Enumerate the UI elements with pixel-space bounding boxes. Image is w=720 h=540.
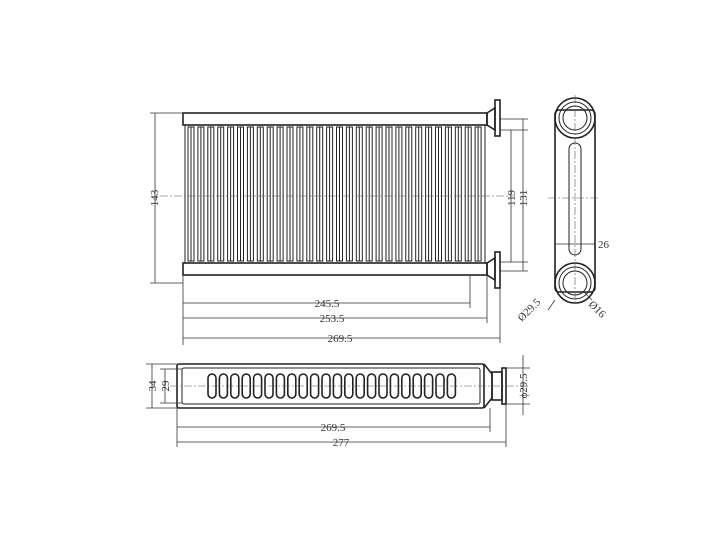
dim-277: 277 — [333, 437, 350, 449]
top-tank — [182, 112, 488, 126]
core — [184, 124, 486, 264]
dim-143: 143 — [149, 189, 161, 206]
core-fins — [187, 126, 482, 262]
bottom-pipe-fitting — [486, 251, 501, 289]
bottom-tank — [182, 262, 488, 276]
dim-26: 26 — [598, 239, 610, 251]
dim-131: 131 — [518, 190, 530, 207]
dim-pipe-diameter: ϕ29.5 — [518, 373, 530, 399]
dim-253-5: 253.5 — [320, 313, 345, 325]
dim-269-5-bottom: 269.5 — [321, 422, 346, 434]
dim-34: 34 — [147, 380, 159, 392]
dim-outer-diameter: Ø29.5 — [516, 296, 544, 324]
dim-119: 119 — [506, 189, 518, 206]
dim-245-5: 245.5 — [315, 298, 340, 310]
side-view: 26 Ø29.5 Ø16 — [516, 95, 610, 324]
bottom-view: 34 29 ϕ29.5 269.5 277 — [146, 355, 530, 449]
dim-29: 29 — [160, 380, 172, 392]
dim-269-5: 269.5 — [328, 333, 353, 345]
top-pipe-fitting — [486, 99, 501, 137]
dim-inner-diameter: Ø16 — [586, 299, 608, 321]
front-view: 143 119 131 245.5 253.5 269.5 — [149, 99, 530, 345]
